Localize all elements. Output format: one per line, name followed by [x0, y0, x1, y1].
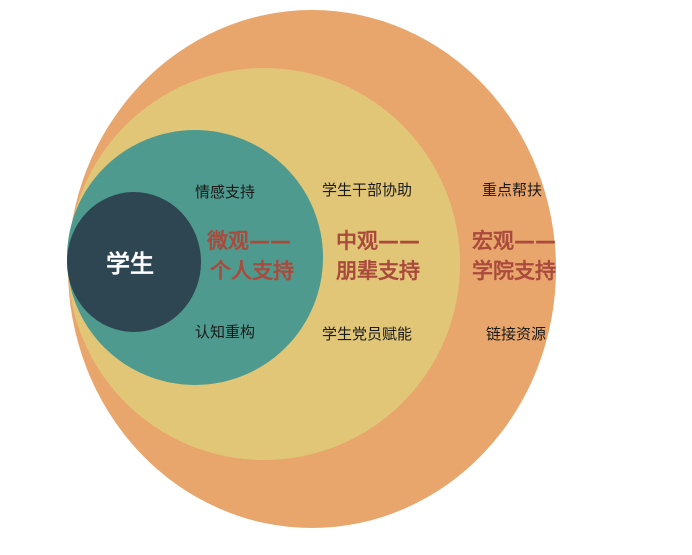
micro-title-line2: 个人支持: [210, 259, 294, 283]
meso-title-line1: 中观——: [336, 229, 420, 253]
macro-title-line2: 学院支持: [472, 259, 556, 283]
core-circle: [67, 192, 201, 332]
micro-item-cognitive-restructuring: 认知重构: [195, 323, 256, 341]
micro-item-emotional-support: 情感支持: [195, 183, 256, 201]
macro-item-key-assistance: 重点帮扶: [482, 181, 543, 199]
macro-title-line1: 宏观——: [472, 229, 556, 253]
macro-item-link-resources: 链接资源: [486, 325, 547, 343]
micro-title-line1: 微观——: [207, 229, 291, 253]
meso-title-line2: 朋辈支持: [336, 259, 420, 283]
meso-item-party-member: 学生党员赋能: [322, 325, 413, 343]
meso-item-student-cadre: 学生干部协助: [322, 181, 413, 199]
core-label: 学生: [106, 250, 154, 278]
